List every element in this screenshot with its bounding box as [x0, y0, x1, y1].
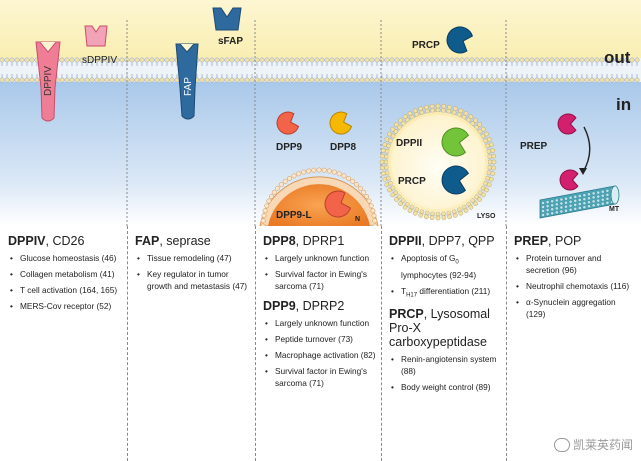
list-item: Neutrophil chemotaxis (116): [516, 280, 637, 292]
dppiv-heading: DPPIV, CD26: [8, 234, 123, 248]
panel-separator: [381, 226, 382, 461]
prep-panel: PREP, POP Protein turnover and secretion…: [506, 226, 641, 461]
dpp9-name: DPP9: [263, 299, 296, 313]
dpp8-heading: DPP8, DPRP1: [263, 234, 377, 248]
list-item: Key regulator in tumor growth and metast…: [137, 268, 251, 292]
extracellular-region: [0, 0, 641, 58]
fap-protein: FAP: [175, 43, 199, 120]
list-item: Largely unknown function: [265, 317, 377, 329]
list-item: Renin-angiotensin system (88): [391, 353, 502, 377]
prcp-name: PRCP: [389, 307, 424, 322]
prcp-heading: PRCP, Lysosomal Pro-X carboxypeptidase: [389, 307, 502, 349]
item-subscript: H17: [406, 292, 418, 299]
nucleus: DPP9-L N: [259, 167, 379, 226]
dpp8-name: DPP8: [263, 234, 296, 248]
dpp8-dpp9-panel: DPP8, DPRP1 Largely unknown function Sur…: [255, 226, 381, 461]
list-item: MERS-Cov receptor (52): [10, 300, 123, 312]
sfap-protein: sFAP: [212, 7, 243, 47]
dppii-name: DPPII: [389, 234, 422, 248]
prep-name: PREP: [514, 234, 549, 248]
list-item: Largely unknown function: [265, 252, 377, 264]
nuclear-envelope: [260, 167, 378, 226]
dpp9-label: DPP9: [276, 142, 303, 153]
prcp-out-protein: PRCP: [412, 26, 474, 54]
dppiv-label: DPPIV: [43, 66, 54, 96]
panel-separator: [255, 226, 256, 461]
list-item: TH17 differentiation (211): [391, 285, 502, 302]
dpp8-alias: , DPRP1: [295, 234, 345, 248]
prep-protein: PREP: [520, 113, 591, 191]
list-item: T cell activation (164, 165): [10, 284, 123, 296]
panel-separator: [127, 226, 128, 461]
list-item: Peptide turnover (73): [265, 333, 377, 345]
dppii-function-list: Apoptosis of G0 lymphocytes (92-94) TH17…: [389, 252, 502, 301]
dppii-heading: DPPII, DPP7, QPP: [389, 234, 502, 248]
lysosome: DPPII PRCP LYSO: [379, 103, 497, 221]
item-text: T: [401, 285, 407, 296]
list-item: Apoptosis of G0 lymphocytes (92-94): [391, 252, 502, 281]
fap-label: FAP: [183, 77, 194, 96]
out-label: out: [604, 48, 631, 67]
prcp-out-label: PRCP: [412, 40, 440, 51]
sfap-label: sFAP: [218, 36, 243, 47]
pathway-diagram: out in DPPIV sDPPIV FAP sFAP DPP9 DPP8 D…: [0, 0, 641, 226]
dppiv-name: DPPIV: [8, 234, 46, 248]
dppii-prcp-panel: DPPII, DPP7, QPP Apoptosis of G0 lymphoc…: [381, 226, 506, 461]
prep-function-list: Protein turnover and secretion (96) Neut…: [514, 252, 637, 320]
prep-heading: PREP, POP: [514, 234, 637, 248]
list-item: Tissue remodeling (47): [137, 252, 251, 264]
fap-function-list: Tissue remodeling (47) Key regulator in …: [135, 252, 251, 292]
dppiv-alias: , CD26: [45, 234, 85, 248]
fap-heading: FAP, seprase: [135, 234, 251, 248]
list-item: Survival factor in Ewing's sarcoma (71): [265, 268, 377, 292]
wechat-icon: [553, 437, 570, 452]
watermark: 凯莱英药闻: [553, 436, 633, 453]
item-text: differentiation (211): [417, 285, 491, 296]
list-item: Macrophage activation (82): [265, 349, 377, 361]
watermark-text: 凯莱英药闻: [572, 438, 633, 452]
nucleus-n-label: N: [355, 216, 360, 223]
fap-name: FAP: [135, 234, 160, 248]
list-item: α-Synuclein aggregation (129): [516, 296, 637, 320]
item-text: Apoptosis of G: [401, 253, 456, 263]
dpp8-protein: DPP8: [329, 111, 357, 153]
fap-panel: FAP, seprase Tissue remodeling (47) Key …: [127, 226, 255, 461]
dppiv-panel: DPPIV, CD26 Glucose homeostasis (46) Col…: [0, 226, 127, 461]
plasma-membrane: [0, 57, 641, 83]
dpp9-function-list: Largely unknown function Peptide turnove…: [263, 317, 377, 389]
dppiv-protein: DPPIV: [35, 41, 61, 122]
dpp8-function-list: Largely unknown function Survival factor…: [263, 252, 377, 292]
prep-alias: , POP: [548, 234, 582, 248]
panel-separator: [506, 226, 507, 461]
list-item: Glucose homeostasis (46): [10, 252, 123, 264]
list-item: Protein turnover and secretion (96): [516, 252, 637, 276]
item-subscript: 0: [455, 259, 459, 266]
dppii-alias: , DPP7, QPP: [421, 234, 495, 248]
list-item: Collagen metabolism (41): [10, 268, 123, 280]
sdppiv-protein: sDPPIV: [82, 25, 117, 66]
dpp9l-label: DPP9-L: [276, 210, 312, 221]
prcp-function-list: Renin-angiotensin system (88) Body weigh…: [389, 353, 502, 393]
list-item: Body weight control (89): [391, 381, 502, 393]
sdppiv-label: sDPPIV: [82, 55, 117, 66]
prep-label: PREP: [520, 141, 548, 152]
fap-alias: , seprase: [159, 234, 211, 248]
lyso-label: LYSO: [477, 213, 496, 220]
item-text: lymphocytes (92-94): [401, 269, 477, 280]
list-item: Survival factor in Ewing's sarcoma (71): [265, 365, 377, 389]
dpp9-alias: , DPRP2: [295, 299, 345, 313]
microtubule-icon: [539, 185, 620, 219]
dpp9-heading: DPP9, DPRP2: [263, 299, 377, 313]
prcp-alias: , Lysosomal Pro-X carboxypeptidase: [389, 307, 490, 350]
dpp8-label: DPP8: [330, 142, 357, 153]
mt-label: MT: [609, 206, 620, 213]
in-label: in: [616, 95, 631, 114]
prcp-in-label: PRCP: [398, 176, 426, 187]
dpp9-protein: DPP9: [276, 111, 303, 153]
dppii-label: DPPII: [396, 138, 422, 149]
dppiv-function-list: Glucose homeostasis (46) Collagen metabo…: [8, 252, 123, 312]
